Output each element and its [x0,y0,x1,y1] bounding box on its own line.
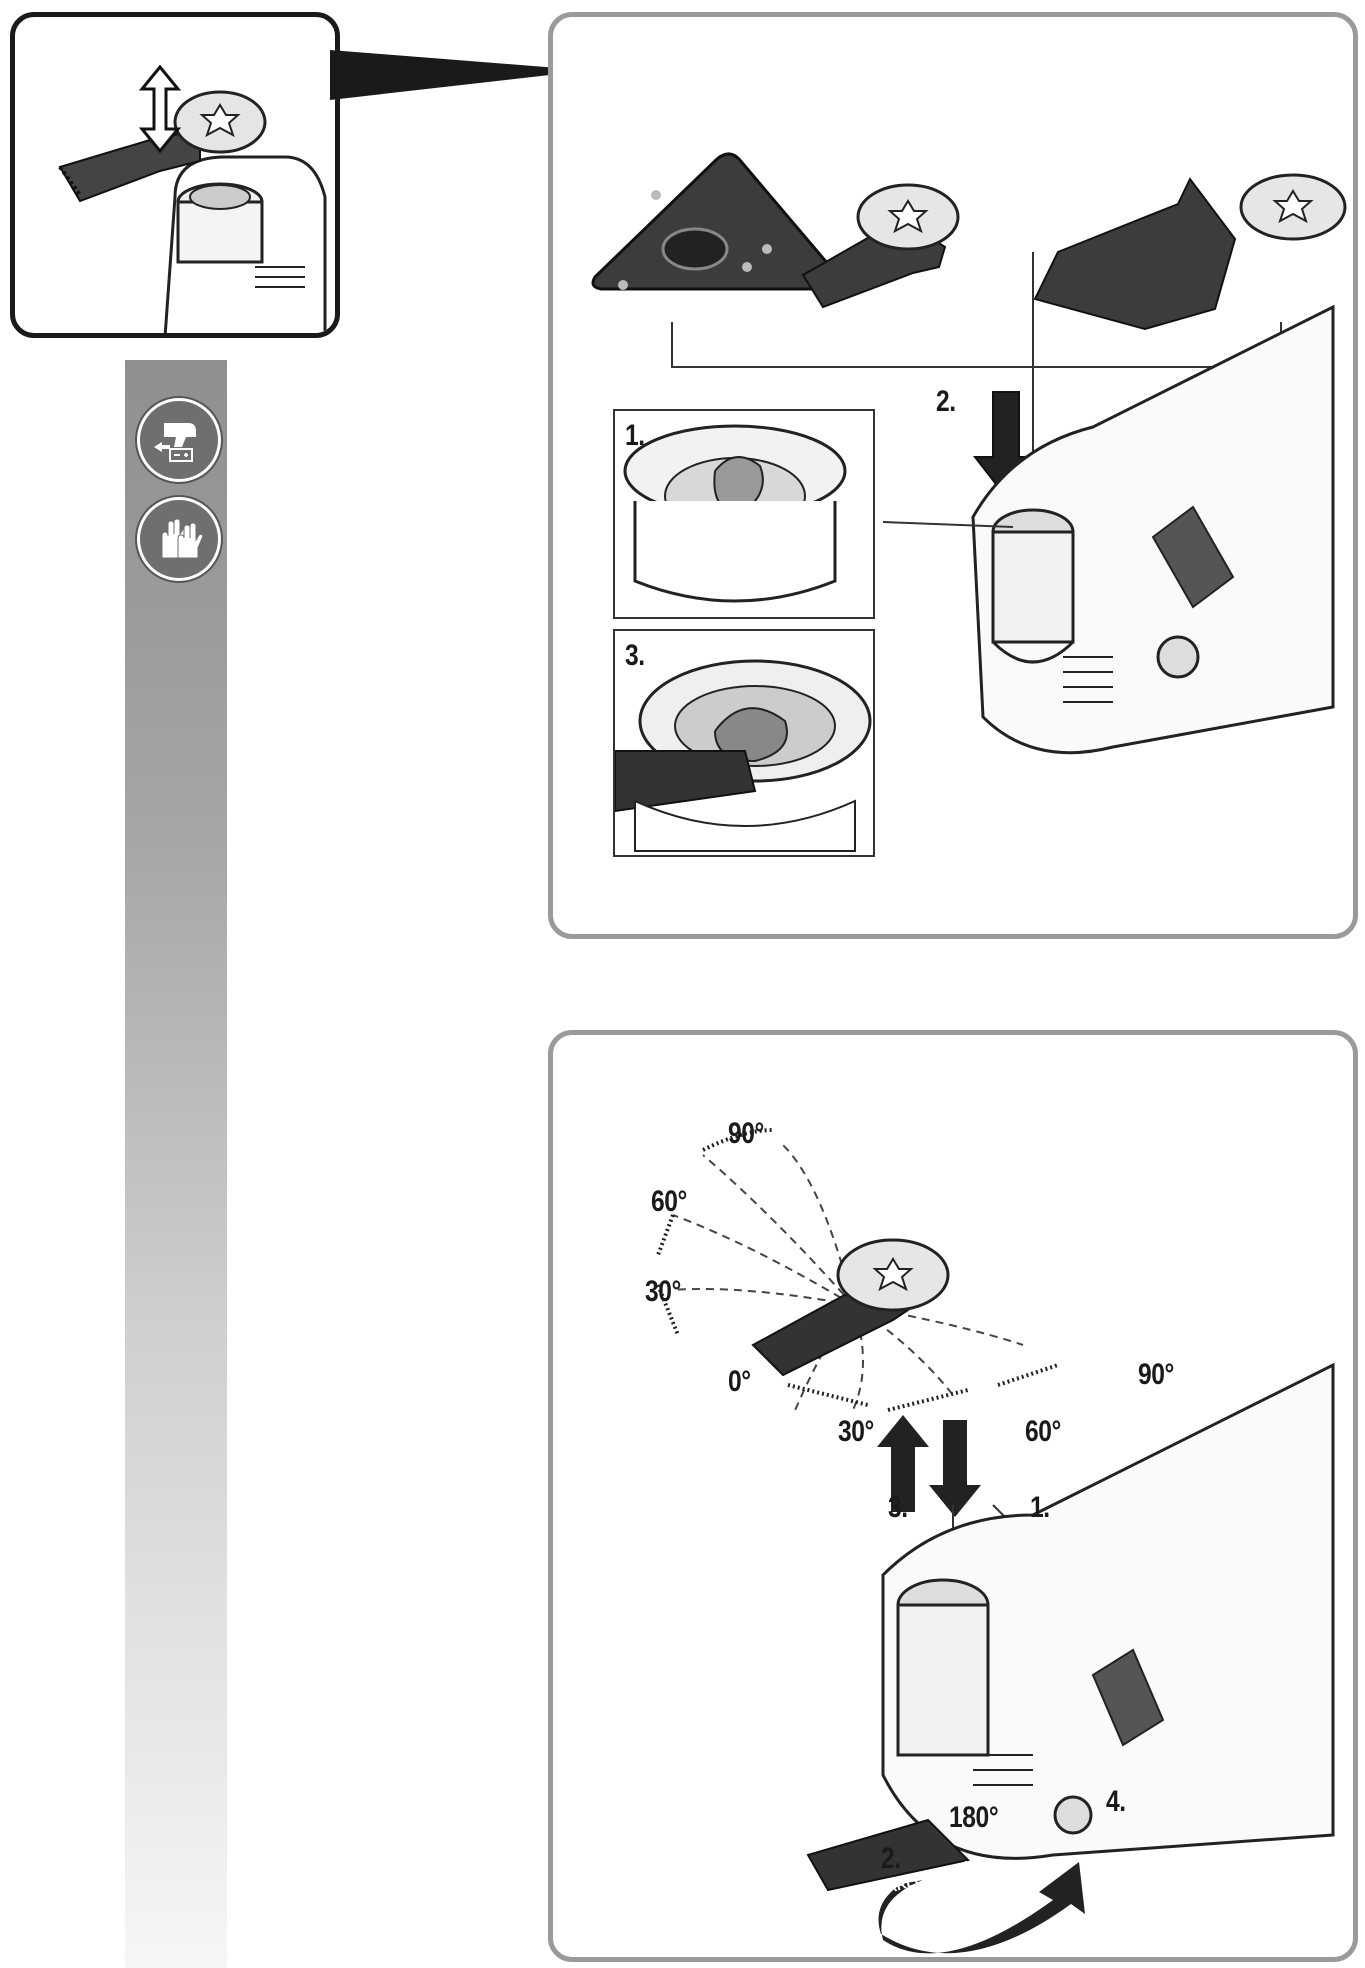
label-90-top: 90° [728,1117,764,1150]
label-60-bottom: 60° [1025,1415,1061,1448]
angle-adjust-illustration [656,1128,1335,1954]
detail-box-3 [613,629,875,857]
label-0: 0° [728,1365,751,1398]
accessories-illustration [591,152,1347,755]
label-30-bottom: 30° [838,1415,874,1448]
label-step-4: 4. [1106,1785,1126,1818]
label-30-left: 30° [645,1275,681,1308]
step-2-label: 2. [936,385,956,418]
remove-battery-icon [137,398,221,482]
detail-3-label: 3. [625,639,645,672]
connector-wedge [330,50,558,100]
gloves-icon [137,497,221,581]
sidebar-strip [125,360,227,1968]
label-step-3: 3. [888,1491,908,1524]
label-step-2: 2. [881,1842,901,1875]
detail-box-1 [613,409,875,619]
label-60-left: 60° [651,1185,687,1218]
label-step-1: 1. [1030,1491,1050,1524]
top-panel: 1. 3. 2. [548,12,1358,939]
label-180: 180° [949,1801,999,1834]
detail-inset [10,12,340,338]
bottom-panel: STARLOCK PLUS 90° 60° 30° 0° 30° 60° 90°… [548,1030,1358,1962]
detail-1-label: 1. [625,419,645,452]
label-90-right: 90° [1138,1358,1174,1391]
